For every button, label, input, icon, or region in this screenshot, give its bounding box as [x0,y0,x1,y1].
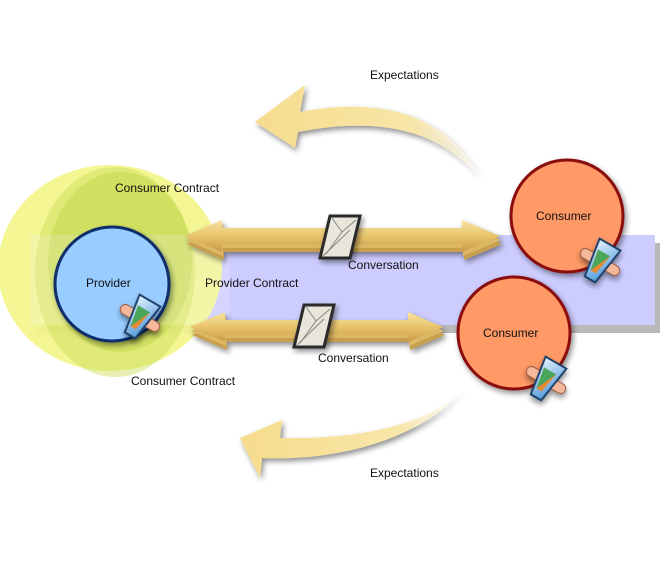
consumer-contract-top-label: Consumer Contract [115,181,220,195]
expectations-top-label: Expectations [370,68,439,82]
conversation-top-label: Conversation [348,258,419,272]
provider-contract-label: Provider Contract [205,276,299,290]
envelope-icon [318,214,362,260]
consumer-bottom-label: Consumer [483,326,539,340]
conversation-bottom-label: Conversation [318,351,389,365]
consumer-circle-top [509,158,625,274]
puzzle-connector-icon [119,293,162,340]
expectations-arrow-bottom [240,385,465,478]
envelope-icon [292,303,336,349]
consumer-top-label: Consumer [536,209,592,223]
provider-label: Provider [86,276,131,290]
consumer-contract-bottom-label: Consumer Contract [131,374,236,388]
puzzle-connector-icon [525,355,568,402]
expectations-arrow-top [255,85,480,178]
puzzle-connector-icon [579,237,622,284]
consumer-circle-bottom [456,275,572,391]
consumer-node-bottom [456,275,572,391]
consumer-node-top [509,158,625,274]
expectations-bottom-label: Expectations [370,466,439,480]
